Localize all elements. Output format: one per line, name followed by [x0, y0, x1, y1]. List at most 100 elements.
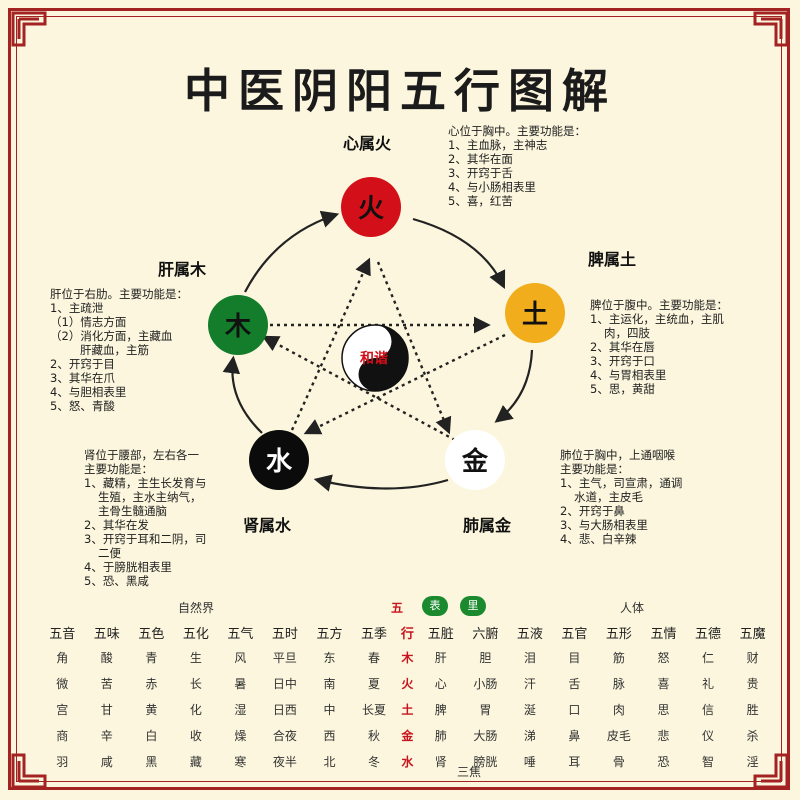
note-line: （1）情志方面: [50, 315, 127, 329]
arrow-water-to-fire: [290, 257, 371, 431]
note-line: 5、喜，红苦: [448, 194, 513, 208]
table-cell: 怒: [657, 650, 670, 665]
note-line: 5、恐、黑咸: [84, 574, 149, 588]
table-header-cell: 六腑: [472, 626, 499, 642]
table-cell: 黄: [145, 702, 158, 717]
table-cell: 骨: [612, 754, 625, 769]
table-cell: 长夏: [361, 702, 386, 717]
table-cell: 涎: [523, 702, 536, 717]
note-line: 3、与大肠相表里: [560, 518, 648, 532]
note-line: 1、主气，司宣肃，通调: [560, 476, 683, 490]
table-cell: 目: [568, 650, 581, 665]
table-cell: 大肠: [473, 728, 498, 743]
nature-group-label: 自然界: [178, 601, 215, 615]
table-cell: 心: [434, 676, 447, 691]
table-header-cell: 五液: [516, 626, 543, 642]
table-cell: 金: [401, 728, 414, 743]
table-cell: 宫: [56, 702, 69, 717]
table-row: 商辛白收燥合夜西秋金肺大肠涕鼻皮毛悲仪杀: [40, 722, 775, 748]
table-header-cell: 五方: [316, 626, 343, 642]
table-cell: 口: [568, 702, 581, 717]
note-line: 主骨生髓通脑: [98, 504, 167, 518]
table-row: 角酸青生风平旦东春木肝胆泪目筋怒仁财: [40, 644, 775, 670]
table-cell: 东: [323, 650, 336, 665]
table-cell: 汗: [523, 676, 536, 691]
table-cell: 北: [323, 754, 336, 769]
note-line: 2、其华在面: [448, 152, 513, 166]
arrow-earth-to-water: [303, 333, 506, 435]
table-header-cell: 五味: [93, 626, 120, 642]
arrow-fire-to-metal: [376, 261, 452, 435]
note-line: 4、悲、白辛辣: [560, 532, 637, 546]
li-pill: 里: [460, 596, 486, 616]
heading-spleen-earth: 脾属土: [588, 250, 637, 269]
note-line: 1、主血脉，主神志: [448, 138, 548, 152]
table-cell: 藏: [189, 754, 202, 769]
arrow-water-to-wood: [222, 355, 263, 434]
note-line: 1、主疏泄: [50, 301, 104, 315]
note-line: 肺位于胸中，上通咽喉: [560, 448, 675, 462]
table-cell: 长: [189, 676, 202, 691]
corner-ornament-top-right: [753, 11, 789, 47]
note-line: 3、开窍于口: [590, 354, 655, 368]
corner-ornament-bottom-right: [753, 753, 789, 789]
arrow-metal-to-wood: [261, 335, 456, 442]
table-cell: 生: [189, 650, 202, 665]
note-line: 主要功能是：: [84, 462, 153, 476]
table-cell: 风: [234, 650, 247, 665]
table-cell: 土: [401, 702, 414, 717]
table-header-cell: 五时: [271, 626, 298, 642]
table-header-cell: 五音: [49, 626, 76, 642]
table-cell: 青: [145, 650, 158, 665]
note-line: 3、开窍于舌: [448, 166, 513, 180]
table-cell: 肉: [612, 702, 625, 717]
biao-pill: 表: [422, 596, 448, 616]
table-cell: 酸: [100, 650, 113, 665]
fire-char: 火: [358, 194, 384, 224]
table-header-cell: 五季: [360, 626, 387, 642]
table-cell: 小肠: [473, 676, 498, 691]
table-cell: 角: [56, 650, 69, 665]
arrow-fire-to-earth: [412, 217, 506, 289]
note-line: 肝藏血，主筋: [80, 343, 149, 357]
table-cell: 微: [56, 676, 69, 691]
note-lung: 肺位于胸中，上通咽喉 主要功能是： 1、主气，司宣肃，通调 水道，主皮毛 2、开…: [560, 448, 682, 546]
table-cell: 恐: [657, 754, 670, 769]
center-label: 和谐: [360, 350, 388, 367]
table-cell: 筋: [612, 650, 625, 665]
note-line: 4、与胃相表里: [590, 368, 667, 382]
table-cell: 仪: [701, 728, 714, 743]
metal-node: 金: [445, 430, 505, 490]
table-header-row: 五音五味五色五化五气五时五方五季行五脏六腑五液五官五形五情五德五魔: [40, 620, 775, 644]
table-cell: 思: [657, 702, 670, 717]
table-cell: 苦: [100, 676, 113, 691]
table-cell: 仁: [701, 650, 714, 665]
note-line: 2、开窍于鼻: [560, 504, 625, 518]
table-cell: 杀: [746, 728, 759, 743]
table-header-cell: 行: [400, 626, 414, 642]
metal-char: 金: [461, 446, 489, 477]
table-cell: 膀胱: [473, 754, 498, 769]
note-line: 4、与小肠相表里: [448, 180, 536, 194]
table-cell: 喜: [657, 676, 670, 691]
water-node: 水: [249, 430, 309, 490]
table-cell: 夏: [367, 676, 380, 691]
note-line: 水道，主皮毛: [574, 490, 643, 504]
table-cell: 南: [323, 676, 336, 691]
table-cell: 西: [323, 728, 336, 743]
table-header-cell: 五脏: [427, 626, 454, 642]
table-cell: 涕: [523, 728, 536, 743]
table-cell: 羽: [56, 754, 69, 769]
page-title: 中医阴阳五行图解: [184, 64, 616, 118]
table-cell: 商: [56, 728, 69, 743]
note-line: 1、藏精，主生长发育与: [84, 476, 207, 490]
body-group-label: 人体: [620, 601, 645, 615]
table-cell: 耳: [568, 754, 581, 769]
table-cell: 秋: [367, 728, 380, 743]
note-line: 2、其华在发: [84, 518, 149, 532]
table-cell: 赤: [145, 676, 158, 691]
yin-yang-icon: [341, 324, 409, 392]
table-cell: 胜: [746, 702, 759, 717]
correspondence-table: 五音五味五色五化五气五时五方五季行五脏六腑五液五官五形五情五德五魔 角酸青生风平…: [40, 620, 775, 774]
